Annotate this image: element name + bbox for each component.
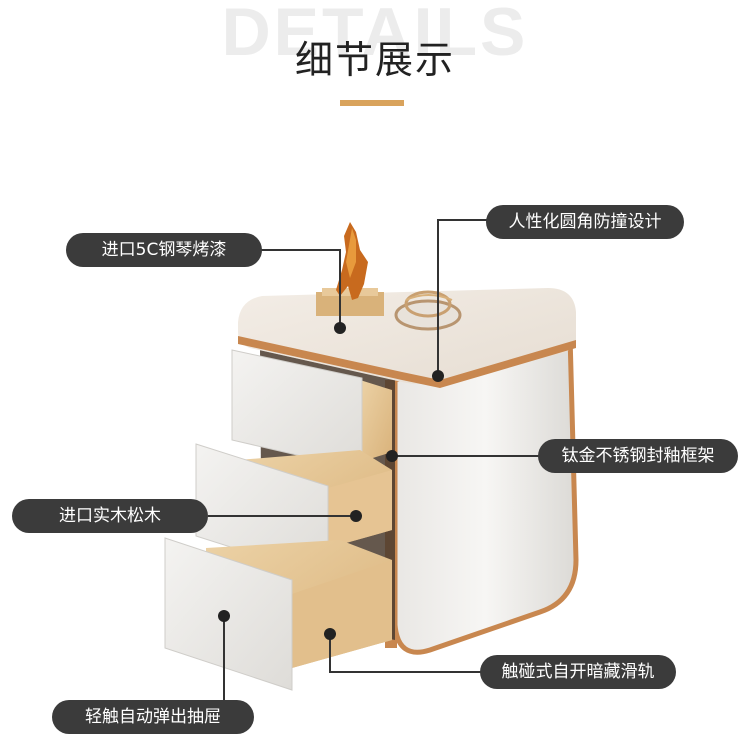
glass-tray xyxy=(394,290,462,331)
section-title: 细节展示 xyxy=(294,38,455,82)
gold-horse-statue xyxy=(316,222,384,316)
callout-piano-lacquer: 进口5C钢琴烤漆 xyxy=(66,233,262,267)
callout-rounded-corner-design: 人性化圆角防撞设计 xyxy=(486,205,684,239)
drawer-bottom xyxy=(164,537,392,691)
callout-titanium-steel-frame: 钛金不锈钢封釉框架 xyxy=(538,439,738,473)
title-accent-bar xyxy=(340,100,404,106)
callout-hidden-slide-rail: 触碰式自开暗藏滑轨 xyxy=(480,655,676,689)
callout-imported-pine-wood: 进口实木松木 xyxy=(12,499,208,533)
callout-markers xyxy=(218,322,444,640)
background-watermark-word: DETAILS xyxy=(221,0,529,70)
callout-lines xyxy=(208,219,540,716)
callout-push-open-drawer: 轻触自动弹出抽屉 xyxy=(52,700,254,734)
drawer-top xyxy=(231,349,392,471)
